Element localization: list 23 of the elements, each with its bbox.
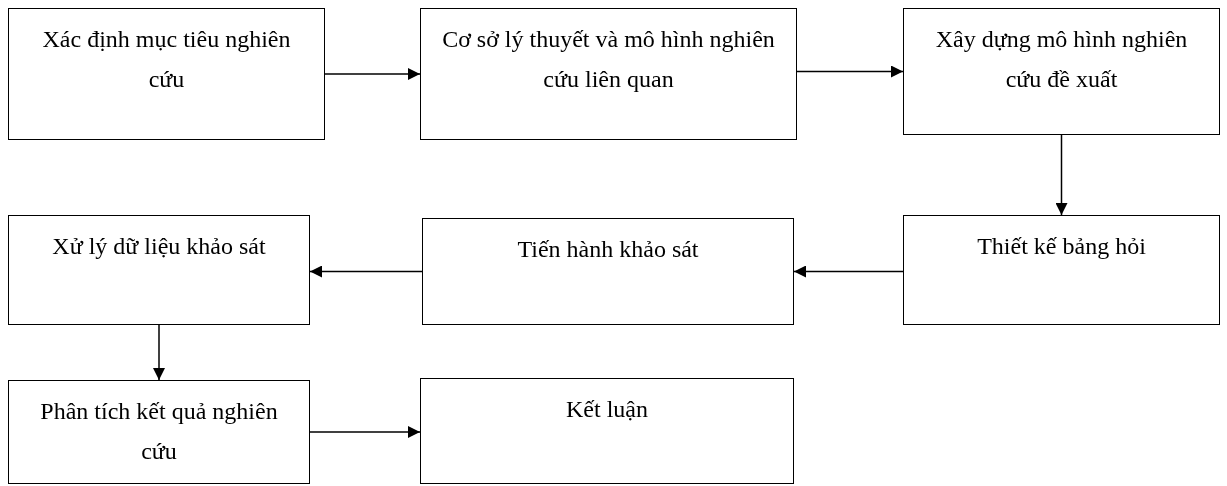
process-box <box>8 380 310 484</box>
arrow <box>324 68 421 80</box>
process-box <box>903 8 1220 135</box>
process-box <box>422 218 794 325</box>
box-label: Tiến hành khảo sát <box>516 235 700 264</box>
box-label: Xác định mục tiêu nghiên cứu <box>41 25 292 94</box>
box-label: Xây dựng mô hình nghiên cứu đề xuất <box>934 25 1189 94</box>
process-box <box>903 215 1220 325</box>
arrow <box>1055 134 1068 216</box>
process-box <box>8 8 325 140</box>
process-box <box>420 8 797 140</box>
arrow <box>796 65 904 78</box>
arrow <box>309 426 421 438</box>
arrow <box>153 324 165 381</box>
process-box <box>8 215 310 325</box>
arrow <box>309 265 423 278</box>
process-box <box>420 378 794 484</box>
box-label: Xử lý dữ liệu khảo sát <box>51 232 267 261</box>
box-label: Thiết kế bảng hỏi <box>976 232 1147 261</box>
arrow <box>793 265 904 278</box>
box-label: Cơ sở lý thuyết và mô hình nghiên cứu liên quan <box>441 25 776 94</box>
box-label: Phân tích kết quả nghiên cứu <box>39 397 279 466</box>
box-label: Kết luận <box>565 395 649 424</box>
